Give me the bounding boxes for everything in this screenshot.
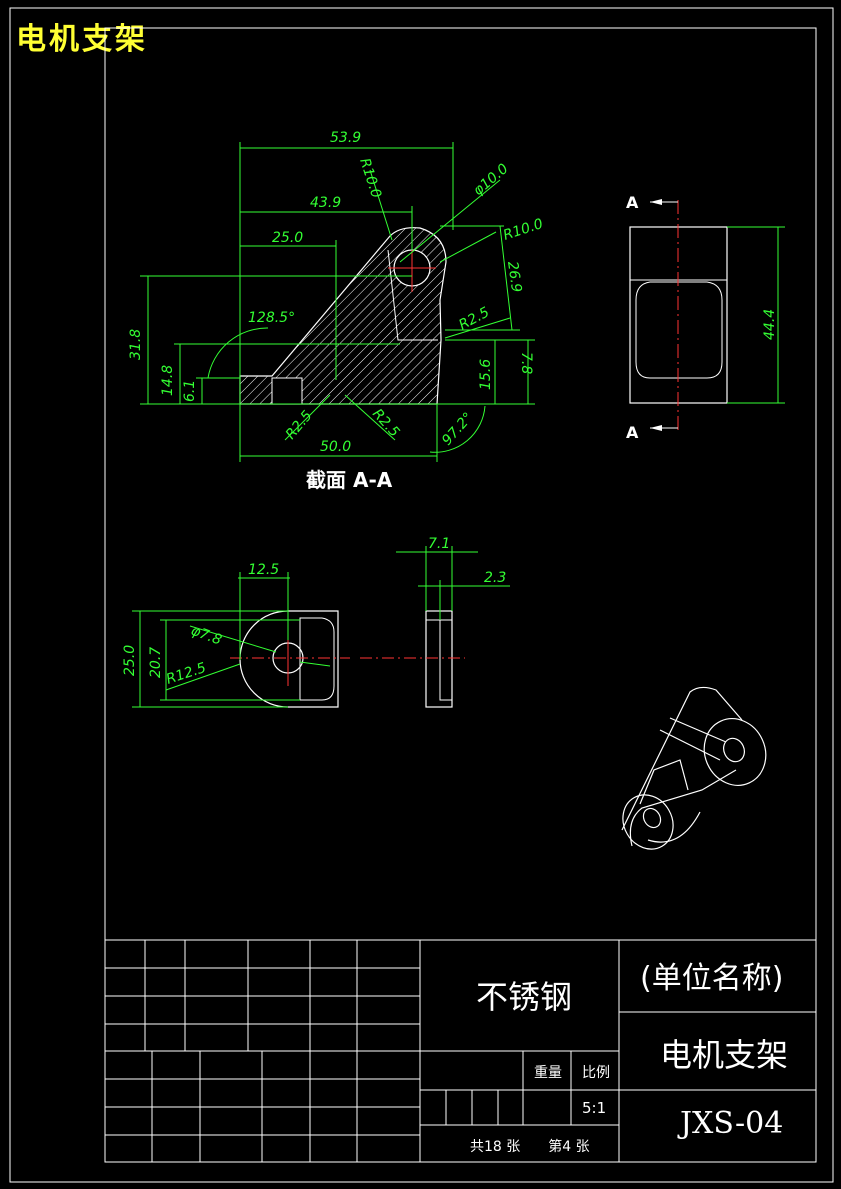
section-caption: 截面 A-A — [306, 468, 393, 492]
dim-25-0-section: 25.0 — [272, 230, 303, 246]
edge-view: 7.1 2.3 — [360, 536, 510, 708]
section-marker-bottom: A — [626, 423, 639, 442]
dim-7-1: 7.1 — [428, 536, 450, 552]
base-slot — [271, 377, 303, 405]
dim-128-5: 128.5° — [248, 310, 295, 326]
drawing-name-text: 电机支架 — [660, 1036, 788, 1074]
section-marker-top: A — [626, 193, 639, 212]
dim-14-8: 14.8 — [160, 365, 176, 396]
dim-53-9: 53.9 — [330, 130, 361, 146]
dim-r12-5: R12.5 — [164, 660, 208, 688]
dim-r10-right: R10.0 — [501, 216, 545, 244]
dim-dia7-8: φ7.8 — [189, 623, 224, 649]
dim-26-9: 26.9 — [504, 260, 524, 293]
dim-dia10: φ10.0 — [470, 161, 511, 199]
dim-50-0: 50.0 — [320, 439, 351, 455]
dim-25-0-plan: 25.0 — [122, 645, 138, 676]
title-block-lines — [105, 939, 816, 1162]
plan-slot — [299, 617, 335, 701]
material-text: 不锈钢 — [476, 978, 572, 1016]
dim-12-5: 12.5 — [248, 562, 279, 578]
drawing-number-text: JXS-04 — [677, 1106, 783, 1141]
outer-frame — [9, 7, 834, 1183]
side-pocket — [635, 281, 723, 379]
scale-label: 比例 — [582, 1065, 610, 1081]
inner-slot — [387, 249, 438, 341]
weight-label: 重量 — [534, 1065, 562, 1081]
dim-r2-5-mid: R2.5 — [369, 406, 402, 441]
inner-frame — [104, 27, 817, 1163]
side-view: A A 44.4 — [626, 193, 785, 442]
plan-outline — [239, 610, 339, 708]
dim-31-8: 31.8 — [128, 329, 144, 360]
company-text: (单位名称) — [640, 961, 783, 996]
dim-7-8: 7.8 — [518, 352, 534, 374]
dim-2-3: 2.3 — [484, 570, 506, 586]
dim-15-6: 15.6 — [478, 359, 494, 390]
dim-97-2: 97.2° — [439, 410, 476, 449]
dim-44-4: 44.4 — [762, 309, 778, 340]
edge-outline — [425, 610, 453, 708]
section-dim-lines — [140, 142, 535, 462]
dim-6-1: 6.1 — [182, 380, 198, 402]
sheet-count-text: 共18 张 第4 张 — [470, 1138, 590, 1155]
section-view: 53.9 43.9 25.0 R10.0 φ10.0 R10.0 26.9 12… — [128, 130, 545, 492]
scale-value: 5:1 — [582, 1099, 606, 1117]
dim-43-9: 43.9 — [310, 195, 341, 211]
dim-r2-5-left: R2.5 — [283, 408, 316, 443]
dim-20-7: 20.7 — [148, 647, 164, 678]
isometric-view — [621, 686, 767, 850]
plan-view: 12.5 φ7.8 25.0 20.7 R12.5 — [122, 562, 350, 708]
dim-r10-top: R10.0 — [356, 156, 384, 200]
